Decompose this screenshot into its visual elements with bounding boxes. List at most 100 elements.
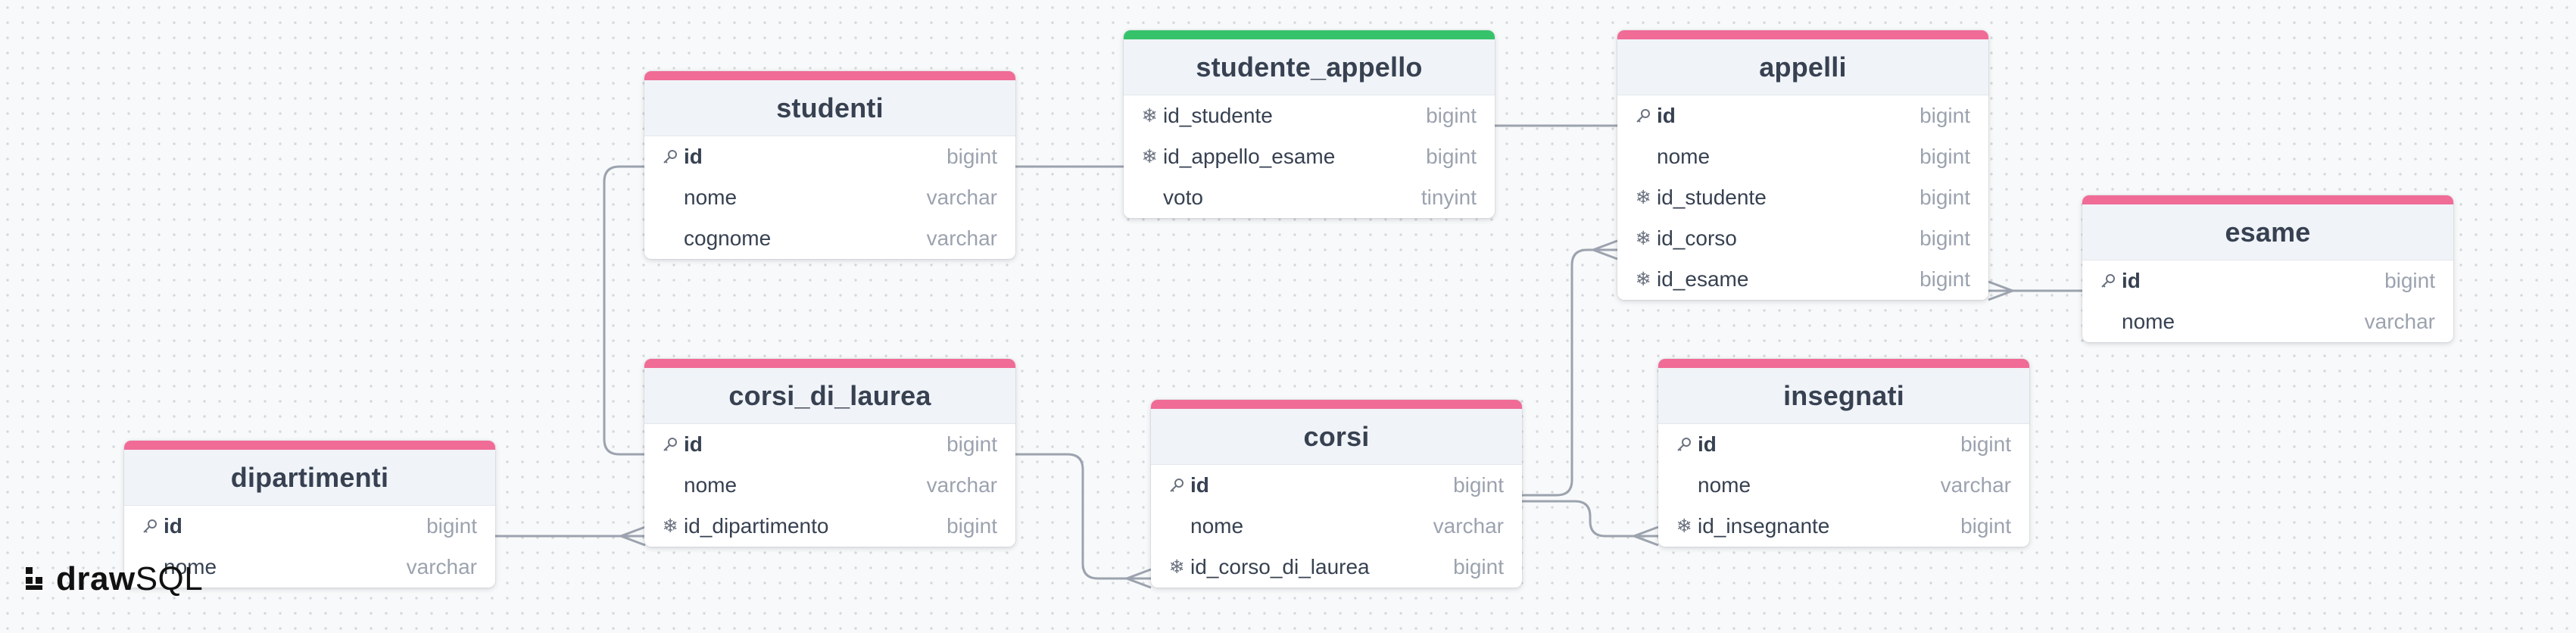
relation-corsi-appelli (1522, 248, 1617, 497)
column-name: id_corso_di_laurea (1190, 555, 1370, 578)
column-type: varchar (2364, 310, 2435, 333)
key-icon (1634, 105, 1652, 126)
column-row[interactable]: ❄ id_corso_di_laurea bigint (1151, 547, 1522, 588)
column-row[interactable]: id bigint (124, 506, 495, 547)
column-row[interactable]: nome varchar (644, 465, 1015, 506)
column-row[interactable]: voto tinyint (1124, 177, 1495, 218)
relation-studenti-corsi-di-laurea (603, 165, 645, 456)
table-header[interactable]: corsi_di_laurea (644, 359, 1015, 424)
column-name: nome (164, 555, 217, 578)
table-header[interactable]: dipartimenti (124, 441, 495, 506)
column-row[interactable]: nome varchar (1151, 506, 1522, 547)
column-name: id_studente (1657, 186, 1767, 209)
table-corsi[interactable]: corsi id bigint nome varchar ❄ id_corso_… (1151, 400, 1522, 588)
table-studenti[interactable]: studenti id bigint nome varchar cognome … (644, 71, 1015, 259)
snowflake-icon: ❄ (662, 515, 678, 537)
crowfoot-appelli-corso (1589, 239, 1618, 260)
key-icon (661, 434, 679, 455)
column-row[interactable]: id bigint (1617, 95, 1988, 136)
column-name: voto (1163, 186, 1203, 209)
column-row[interactable]: nome bigint (1617, 136, 1988, 177)
column-name: id_appello_esame (1163, 145, 1336, 168)
table-header[interactable]: esame (2082, 195, 2453, 260)
table-header[interactable]: corsi (1151, 400, 1522, 465)
snowflake-icon: ❄ (1141, 104, 1158, 126)
column-name: id (1657, 104, 1676, 127)
column-row[interactable]: nome varchar (124, 547, 495, 588)
column-name: nome (2122, 310, 2175, 333)
table-title: dipartimenti (230, 461, 389, 493)
column-name: nome (1657, 145, 1711, 168)
column-row[interactable]: nome varchar (1658, 465, 2029, 506)
column-row[interactable]: nome varchar (2082, 301, 2453, 342)
crowfoot-appelli-esame (1988, 280, 2016, 301)
snowflake-icon: ❄ (1635, 186, 1651, 208)
key-icon (1675, 434, 1693, 455)
relation-corsi-di-laurea-corsi (1015, 453, 1151, 580)
table-studente-appello[interactable]: studente_appello ❄ id_studente bigint ❄ … (1124, 30, 1495, 218)
column-name: id_esame (1657, 267, 1749, 291)
snowflake-icon: ❄ (1635, 268, 1651, 290)
column-row[interactable]: ❄ id_insegnante bigint (1658, 506, 2029, 547)
column-name: id_insegnante (1698, 514, 1830, 538)
drawsql-logo-icon (26, 567, 42, 590)
key-icon (141, 516, 159, 537)
column-type: bigint (426, 514, 477, 538)
table-corsi-di-laurea[interactable]: corsi_di_laurea id bigint nome varchar ❄… (644, 359, 1015, 547)
crowfoot-corsi (1123, 568, 1152, 589)
table-appelli[interactable]: appelli id bigint nome bigint ❄ id_stude… (1617, 30, 1988, 300)
logo-text-sql: SQL (135, 560, 204, 597)
column-type: varchar (926, 226, 997, 250)
column-row[interactable]: id bigint (1658, 424, 2029, 465)
column-row[interactable]: id bigint (644, 136, 1015, 177)
column-name: id (164, 514, 182, 538)
table-header[interactable]: insegnati (1658, 359, 2029, 424)
column-type: varchar (1433, 514, 1504, 538)
column-name: id_studente (1163, 104, 1273, 127)
column-row[interactable]: cognome varchar (644, 218, 1015, 259)
column-name: nome (684, 473, 738, 497)
column-type: bigint (1426, 104, 1477, 127)
column-row[interactable]: id bigint (2082, 260, 2453, 301)
column-row[interactable]: ❄ id_studente bigint (1617, 177, 1988, 218)
column-type: bigint (1920, 186, 1970, 209)
column-row[interactable]: ❄ id_studente bigint (1124, 95, 1495, 136)
table-title: esame (2225, 216, 2311, 248)
table-header[interactable]: studente_appello (1124, 30, 1495, 95)
table-title: appelli (1759, 51, 1847, 83)
column-name: nome (684, 186, 738, 209)
column-row[interactable]: ❄ id_esame bigint (1617, 259, 1988, 300)
column-type: bigint (1960, 432, 2011, 456)
key-icon (661, 146, 679, 167)
column-type: bigint (1920, 145, 1970, 168)
column-type: bigint (1920, 267, 1970, 291)
column-name: id (2122, 269, 2141, 292)
logo-text-draw: draw (56, 560, 136, 597)
column-row[interactable]: ❄ id_appello_esame bigint (1124, 136, 1495, 177)
column-type: bigint (1960, 514, 2011, 538)
column-name: id (684, 145, 703, 168)
table-dipartimenti[interactable]: dipartimenti id bigint nome varchar (124, 441, 495, 588)
table-title: corsi_di_laurea (728, 379, 931, 411)
table-insegnati[interactable]: insegnati id bigint nome varchar ❄ id_in… (1658, 359, 2029, 547)
column-type: bigint (947, 432, 997, 456)
key-icon (2099, 270, 2117, 292)
table-esame[interactable]: esame id bigint nome varchar (2082, 195, 2453, 342)
table-header[interactable]: studenti (644, 71, 1015, 136)
column-row[interactable]: id bigint (644, 424, 1015, 465)
column-row[interactable]: ❄ id_corso bigint (1617, 218, 1988, 259)
column-type: bigint (2384, 269, 2435, 292)
table-title: insegnati (1783, 379, 1904, 411)
column-name: nome (1698, 473, 1751, 497)
column-row[interactable]: id bigint (1151, 465, 1522, 506)
table-header[interactable]: appelli (1617, 30, 1988, 95)
column-row[interactable]: nome varchar (644, 177, 1015, 218)
column-type: varchar (406, 555, 477, 578)
relation-corsi-insegnati (1522, 500, 1658, 538)
snowflake-icon: ❄ (1168, 556, 1185, 578)
snowflake-icon: ❄ (1141, 145, 1158, 167)
column-row[interactable]: ❄ id_dipartimento bigint (644, 506, 1015, 547)
column-name: id (684, 432, 703, 456)
